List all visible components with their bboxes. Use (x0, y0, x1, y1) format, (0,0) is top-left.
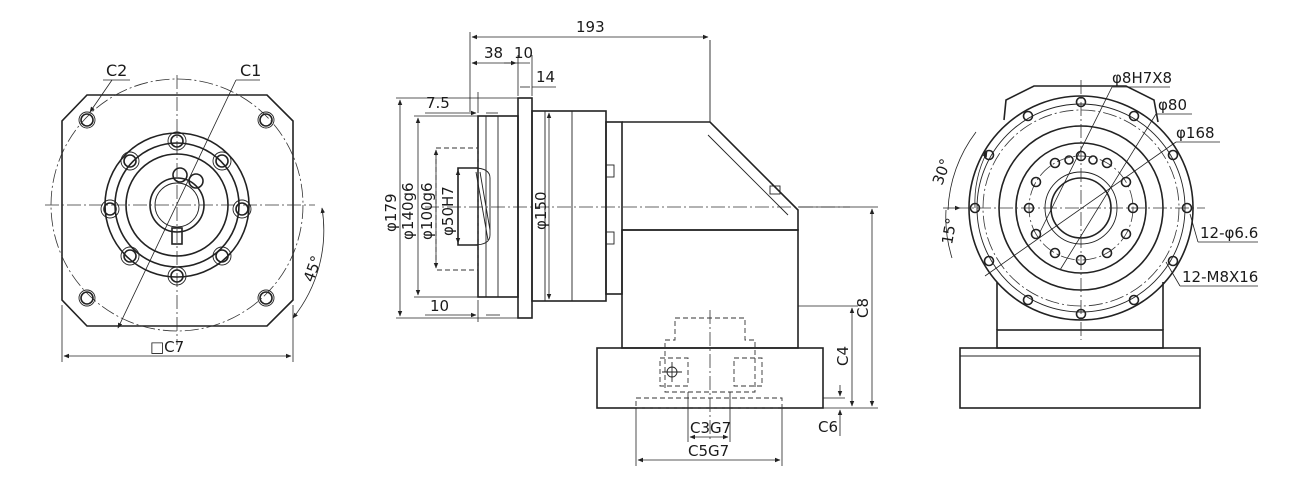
dim-10-bottom: 10 (430, 297, 449, 315)
dim-c4: C4 (834, 346, 852, 366)
dim-phi100: φ100g6 (418, 182, 436, 240)
rear-view: φ8H7X8 φ80 φ168 12-φ6.6 12-M8X16 30° 15° (929, 69, 1258, 409)
side-angle-housing (622, 121, 799, 231)
front-bore (149, 177, 205, 233)
dim-10-top: 10 (514, 44, 533, 62)
front-housing-ring-inner (125, 153, 229, 257)
rear-housing-outline (1003, 85, 1159, 123)
front-flange-outline (61, 94, 294, 327)
front-ring-bolt-holes (100, 131, 252, 286)
label-phi80: φ80 (1158, 96, 1187, 114)
dim-193: 193 (576, 18, 605, 36)
front-pin-hole-1 (172, 167, 188, 183)
dim-phi179: φ179 (382, 193, 400, 232)
front-keyway (171, 227, 183, 245)
label-12-phi66: 12-φ6.6 (1200, 224, 1258, 242)
side-vertical-housing (621, 229, 799, 349)
label-c1: C1 (240, 61, 261, 80)
label-phi168: φ168 (1176, 124, 1215, 142)
front-bolt-circle (50, 78, 304, 332)
dim-c5g7: C5G7 (688, 442, 729, 460)
dim-phi50: φ50H7 (439, 186, 457, 236)
label-square-c7: □C7 (150, 338, 184, 356)
label-15deg: 15° (938, 216, 960, 245)
front-view: C2 C1 45° □C7 (45, 61, 326, 362)
dim-38: 38 (484, 44, 503, 62)
front-bore-inner (154, 182, 200, 228)
dim-14: 14 (536, 68, 555, 86)
label-45deg: 45° (300, 253, 326, 284)
dim-c6: C6 (818, 418, 838, 436)
label-phi8h7x8: φ8H7X8 (1112, 69, 1172, 87)
side-output-flange (517, 97, 533, 319)
front-pin-hole-2 (188, 173, 204, 189)
front-corner-holes (78, 111, 275, 307)
side-input-shaft-hidden (664, 317, 756, 393)
label-30deg: 30° (929, 156, 955, 187)
dim-c3g7: C3G7 (690, 419, 731, 437)
side-collar (605, 121, 623, 295)
dim-phi150: φ150 (532, 191, 550, 230)
label-c2: C2 (106, 61, 127, 80)
rear-base (959, 347, 1201, 409)
dim-7-5: 7.5 (426, 94, 450, 112)
label-12-m8x16: 12-M8X16 (1182, 268, 1258, 286)
side-bore-50 (457, 167, 478, 246)
side-view: 193 38 10 14 7.5 φ179 φ140g6 φ100g6 φ50H… (382, 18, 878, 466)
rear-inner-holes (1023, 150, 1139, 266)
dim-phi140: φ140g6 (399, 182, 417, 240)
dim-c8: C8 (854, 298, 872, 318)
